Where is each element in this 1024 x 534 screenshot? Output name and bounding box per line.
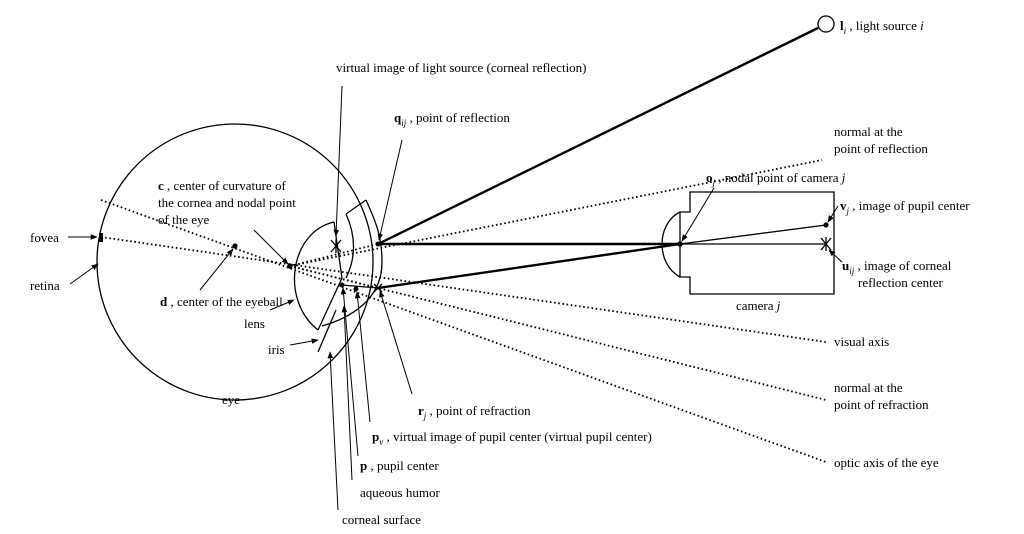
virtual-image-star	[330, 239, 342, 253]
reflection-image-label: uij , image of corneal reflection center	[842, 258, 955, 290]
fovea-label: fovea	[30, 230, 59, 245]
lens-outline	[294, 221, 343, 331]
retina-arrow	[69, 263, 99, 285]
virtual-pupil-label: pv , virtual image of pupil center (virt…	[372, 429, 652, 447]
retina-label: retina	[30, 278, 60, 293]
pupil-to-refraction	[341, 284, 379, 289]
virtual-image-arrow	[333, 85, 343, 237]
cornea-outline	[321, 199, 383, 327]
reflection-point-label: qij , point of reflection	[394, 110, 510, 128]
virtual-pupil-arrow	[354, 291, 371, 423]
visual-axis-line	[100, 236, 827, 343]
refraction-point-arrow	[379, 290, 413, 395]
pupil-center-arrow	[340, 287, 359, 457]
reflection-image-star	[820, 237, 832, 251]
eyeball-center-label: d , center of the eyeball	[160, 294, 283, 309]
reflection-image-arrow	[828, 249, 843, 263]
iris-arrow	[289, 338, 319, 346]
light-source-label: li , light source i	[840, 18, 924, 36]
iris-lower	[317, 309, 337, 353]
light-ray	[377, 26, 819, 246]
camera-label: camera j	[736, 298, 781, 313]
pupil-center-label: p , pupil center	[360, 458, 439, 473]
corneal-surface-label: corneal surface	[342, 512, 421, 527]
visual-axis-label: visual axis	[834, 334, 889, 349]
camera-lens	[661, 211, 681, 278]
pupil-image-label: vj , image of pupil center	[840, 198, 970, 216]
cornea-inner-surface	[345, 213, 355, 279]
eyeball-center-dot	[232, 243, 238, 249]
refraction-point-label: rj , point of refraction	[418, 403, 531, 421]
camera-pupil-ray	[679, 224, 827, 245]
lens-arrow	[269, 299, 295, 311]
camera-nodal-arrow	[681, 187, 715, 242]
normal-reflection-label: normal at the point of reflection	[834, 124, 928, 156]
curvature-center-arrow	[253, 229, 289, 265]
eye-label: eye	[222, 392, 240, 407]
iris-label: iris	[268, 342, 285, 357]
light-source-icon	[817, 15, 835, 33]
optic-axis-label: optic axis of the eye	[834, 455, 939, 470]
camera-nodal-dot	[677, 241, 683, 247]
virtual-image-label: virtual image of light source (corneal r…	[336, 60, 587, 75]
virtual-pupil-dot	[353, 286, 359, 292]
iris-upper	[345, 199, 367, 215]
refraction-ray	[377, 242, 681, 290]
nodal-point-dot	[287, 263, 293, 269]
pupil-image-dot	[823, 222, 829, 228]
normal-refraction-label: normal at the point of refraction	[834, 380, 929, 412]
pupil-center-dot	[339, 282, 345, 288]
center-curvature-label: c , center of curvature of the cornea an…	[158, 178, 299, 227]
eyeball-center-arrow	[199, 248, 234, 291]
aqueous-humor-arrow	[341, 305, 353, 481]
eyeball-outline	[96, 123, 374, 401]
reflection-point-arrow	[377, 139, 403, 241]
aqueous-humor-label: aqueous humor	[360, 485, 440, 500]
pupil-image-arrow	[827, 205, 839, 223]
corneal-surface-arrow	[327, 351, 339, 511]
camera-body	[679, 191, 835, 295]
camera-nodal-label: oj , nodal point of camera j	[706, 170, 846, 188]
reflection-point-dot	[375, 241, 381, 247]
lens-label: lens	[244, 316, 265, 331]
nodal-to-reflection-dotted	[289, 243, 379, 267]
